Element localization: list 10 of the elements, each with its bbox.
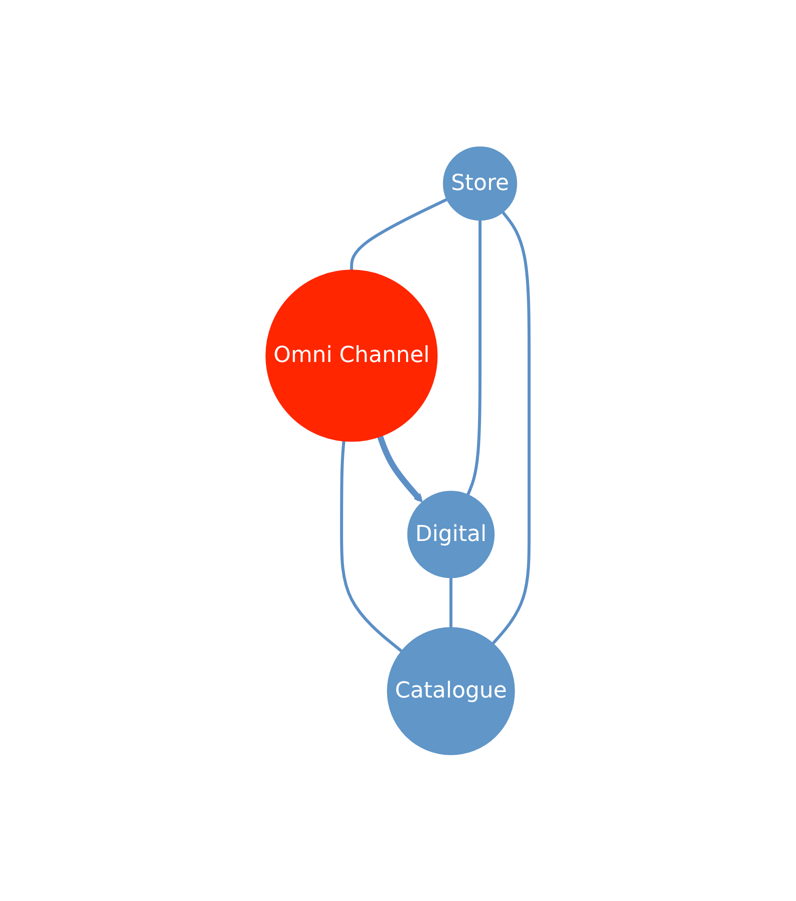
- arrow: [378, 435, 424, 502]
- node-circle: Digital: [408, 490, 496, 578]
- connector: [492, 210, 532, 644]
- node-circle: Catalogue: [387, 626, 516, 755]
- connector: [450, 577, 453, 628]
- connector: [350, 198, 448, 270]
- connector: [340, 440, 403, 652]
- node-circle: Store: [443, 146, 518, 220]
- connector: [466, 220, 482, 496]
- node-circle: Omni Channel: [266, 269, 438, 442]
